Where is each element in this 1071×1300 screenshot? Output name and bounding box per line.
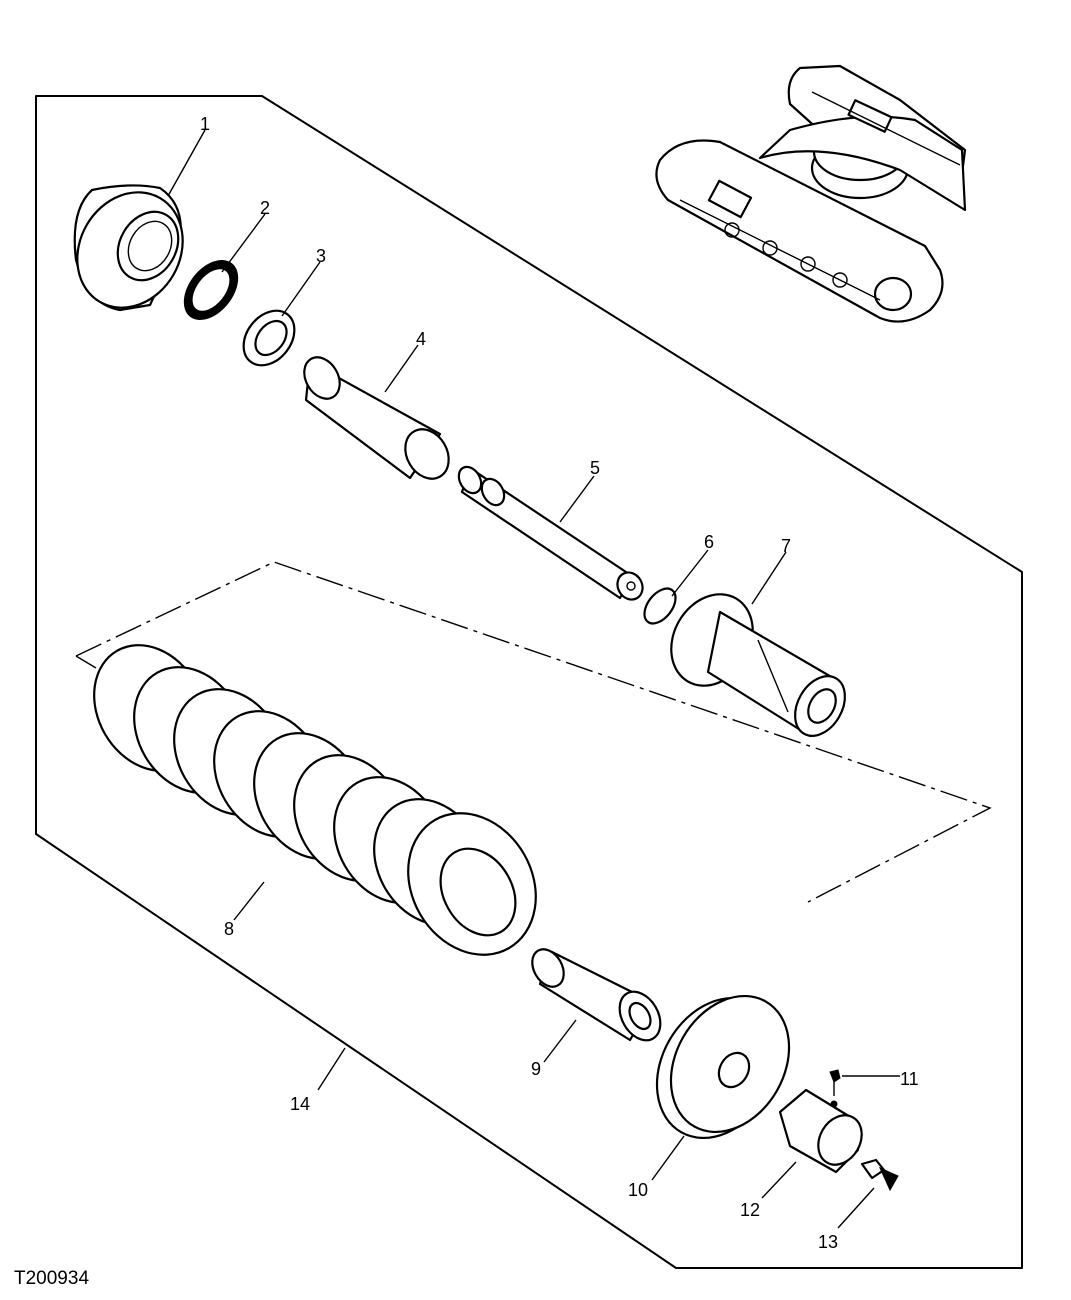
callout-4: 4: [416, 329, 426, 349]
nut-part-12: [778, 1088, 863, 1174]
ring-part-3: [242, 309, 296, 367]
callout-5: 5: [590, 458, 600, 478]
callout-7: 7: [781, 536, 791, 556]
callout-10: 10: [628, 1180, 648, 1200]
callout-1: 1: [200, 114, 210, 134]
grease-fitting-part-13: [860, 1158, 899, 1192]
spring-part-8: [93, 644, 537, 956]
callout-9: 9: [531, 1059, 541, 1079]
seal-part-2: [183, 259, 239, 321]
callout-14: 14: [290, 1094, 310, 1114]
callout-8: 8: [224, 919, 234, 939]
washer-part-10: [655, 994, 791, 1140]
assembly-boundary: [35, 95, 1023, 1269]
sleeve-part-4: [303, 356, 450, 480]
spring-outline: [75, 561, 992, 903]
pin-part-5: [457, 465, 644, 601]
track-frame-inset: [655, 64, 967, 323]
callout-6: 6: [704, 532, 714, 552]
callout-13: 13: [818, 1232, 838, 1252]
callout-11: 11: [900, 1069, 919, 1089]
bracket-part-1: [73, 184, 184, 312]
screw-part-11: [829, 1069, 900, 1096]
callout-3: 3: [316, 246, 326, 266]
spacer-part-9: [531, 948, 662, 1042]
snap-ring-part-6: [643, 587, 677, 625]
callout-12: 12: [740, 1200, 760, 1220]
callouts: 1 2 3 4 5 6 7 8 9 10 11 12 13 14: [200, 114, 919, 1252]
figure-id: T200934: [14, 1268, 89, 1289]
callout-2: 2: [260, 198, 270, 218]
spindle-part-7: [670, 593, 846, 738]
